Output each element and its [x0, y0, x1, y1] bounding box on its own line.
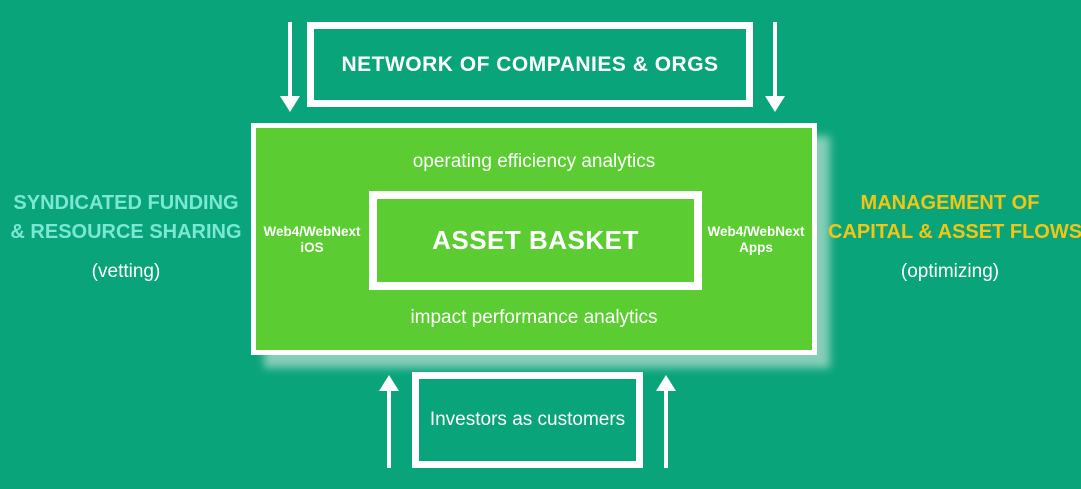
- management-capital-line1: MANAGEMENT OF: [860, 192, 1040, 214]
- syndicated-funding-line2: & RESOURCE SHARING: [10, 221, 242, 243]
- platform-panel: operating efficiency analytics ASSET BAS…: [251, 123, 817, 355]
- arrow-head: [765, 96, 785, 112]
- web4-apps-label: Web4/WebNext Apps: [700, 224, 812, 256]
- web4-ios-label-line1: Web4/WebNext: [263, 224, 361, 239]
- down-arrow-icon: [280, 22, 300, 112]
- arrow-shaft: [288, 22, 292, 96]
- asset-basket-box: ASSET BASKET: [369, 191, 702, 290]
- up-arrow-icon: [656, 375, 676, 468]
- web4-apps-label-line2: Apps: [739, 240, 773, 255]
- network-of-companies-box: NETWORK OF COMPANIES & ORGS: [307, 22, 753, 107]
- management-capital-line2: CAPITAL & ASSET FLOWS: [828, 221, 1081, 243]
- arrow-shaft: [664, 391, 668, 468]
- optimizing-label: (optimizing): [900, 261, 1000, 282]
- vetting-label: (vetting): [91, 261, 161, 282]
- up-arrow-icon: [379, 375, 399, 468]
- arrow-head: [656, 375, 676, 391]
- impact-performance-label: impact performance analytics: [410, 307, 658, 328]
- investors-as-customers-label: Investors as customers: [429, 409, 626, 430]
- arrow-shaft: [773, 22, 777, 96]
- web4-ios-label-line2: iOS: [300, 240, 324, 255]
- arrow-shaft: [387, 391, 391, 468]
- operating-efficiency-label: operating efficiency analytics: [412, 151, 656, 172]
- investors-as-customers-box: Investors as customers: [412, 372, 643, 468]
- asset-basket-label: ASSET BASKET: [432, 225, 639, 255]
- syndicated-funding-annotation: SYNDICATED FUNDING & RESOURCE SHARING (v…: [10, 189, 242, 285]
- management-capital-annotation: MANAGEMENT OF CAPITAL & ASSET FLOWS (opt…: [828, 189, 1081, 285]
- web4-ios-label: Web4/WebNext iOS: [256, 224, 368, 256]
- syndicated-funding-line1: SYNDICATED FUNDING: [13, 192, 239, 214]
- arrow-head: [280, 96, 300, 112]
- down-arrow-icon: [765, 22, 785, 112]
- web4-apps-label-line1: Web4/WebNext: [707, 224, 805, 239]
- arrow-head: [379, 375, 399, 391]
- network-of-companies-label: NETWORK OF COMPANIES & ORGS: [341, 52, 719, 76]
